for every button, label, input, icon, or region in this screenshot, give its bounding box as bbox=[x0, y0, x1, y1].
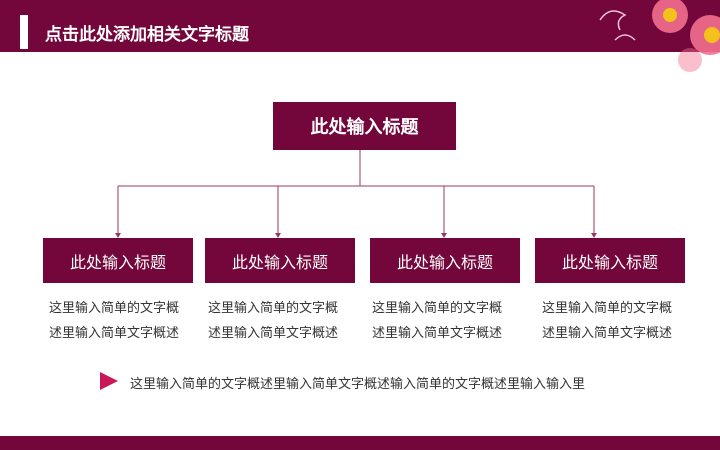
description-1[interactable]: 这里输入简单的文字概述里输入简单文字概述 bbox=[39, 296, 189, 346]
description-line: 述里输入简单文字概述 bbox=[541, 326, 672, 341]
sub-title-box-3[interactable]: 此处输入标题 bbox=[370, 238, 520, 283]
description-4[interactable]: 这里输入简单的文字概述里输入简单文字概述 bbox=[532, 296, 682, 346]
description-2[interactable]: 这里输入简单的文字概述里输入简单文字概述 bbox=[198, 296, 348, 346]
sub-title-box-1[interactable]: 此处输入标题 bbox=[43, 238, 193, 283]
description-line: 述里输入简单文字概述 bbox=[207, 326, 338, 341]
sub-title-box-2[interactable]: 此处输入标题 bbox=[205, 238, 355, 283]
header-bar: 点击此处添加相关文字标题 bbox=[0, 0, 720, 52]
description-line: 这里输入简单的文字概 bbox=[371, 301, 502, 316]
sub-title-box-4[interactable]: 此处输入标题 bbox=[535, 238, 685, 283]
top-title-box[interactable]: 此处输入标题 bbox=[273, 102, 456, 150]
flower-decoration-icon bbox=[599, 0, 720, 72]
description-line: 这里输入简单的文字概 bbox=[48, 301, 179, 316]
footer-bar bbox=[0, 436, 720, 450]
description-line: 述里输入简单文字概述 bbox=[371, 326, 502, 341]
description-line: 这里输入简单的文字概 bbox=[207, 301, 338, 316]
summary-note[interactable]: 这里输入简单的文字概述里输入简单文字概述输入简单的文字概述里输入输入里 bbox=[130, 377, 586, 392]
description-3[interactable]: 这里输入简单的文字概述里输入简单文字概述 bbox=[362, 296, 512, 346]
description-line: 述里输入简单文字概述 bbox=[48, 326, 179, 341]
header-accent-bar bbox=[20, 15, 28, 49]
slide-title[interactable]: 点击此处添加相关文字标题 bbox=[45, 25, 249, 45]
triangle-bullet-icon bbox=[100, 372, 118, 390]
description-line: 这里输入简单的文字概 bbox=[541, 301, 672, 316]
